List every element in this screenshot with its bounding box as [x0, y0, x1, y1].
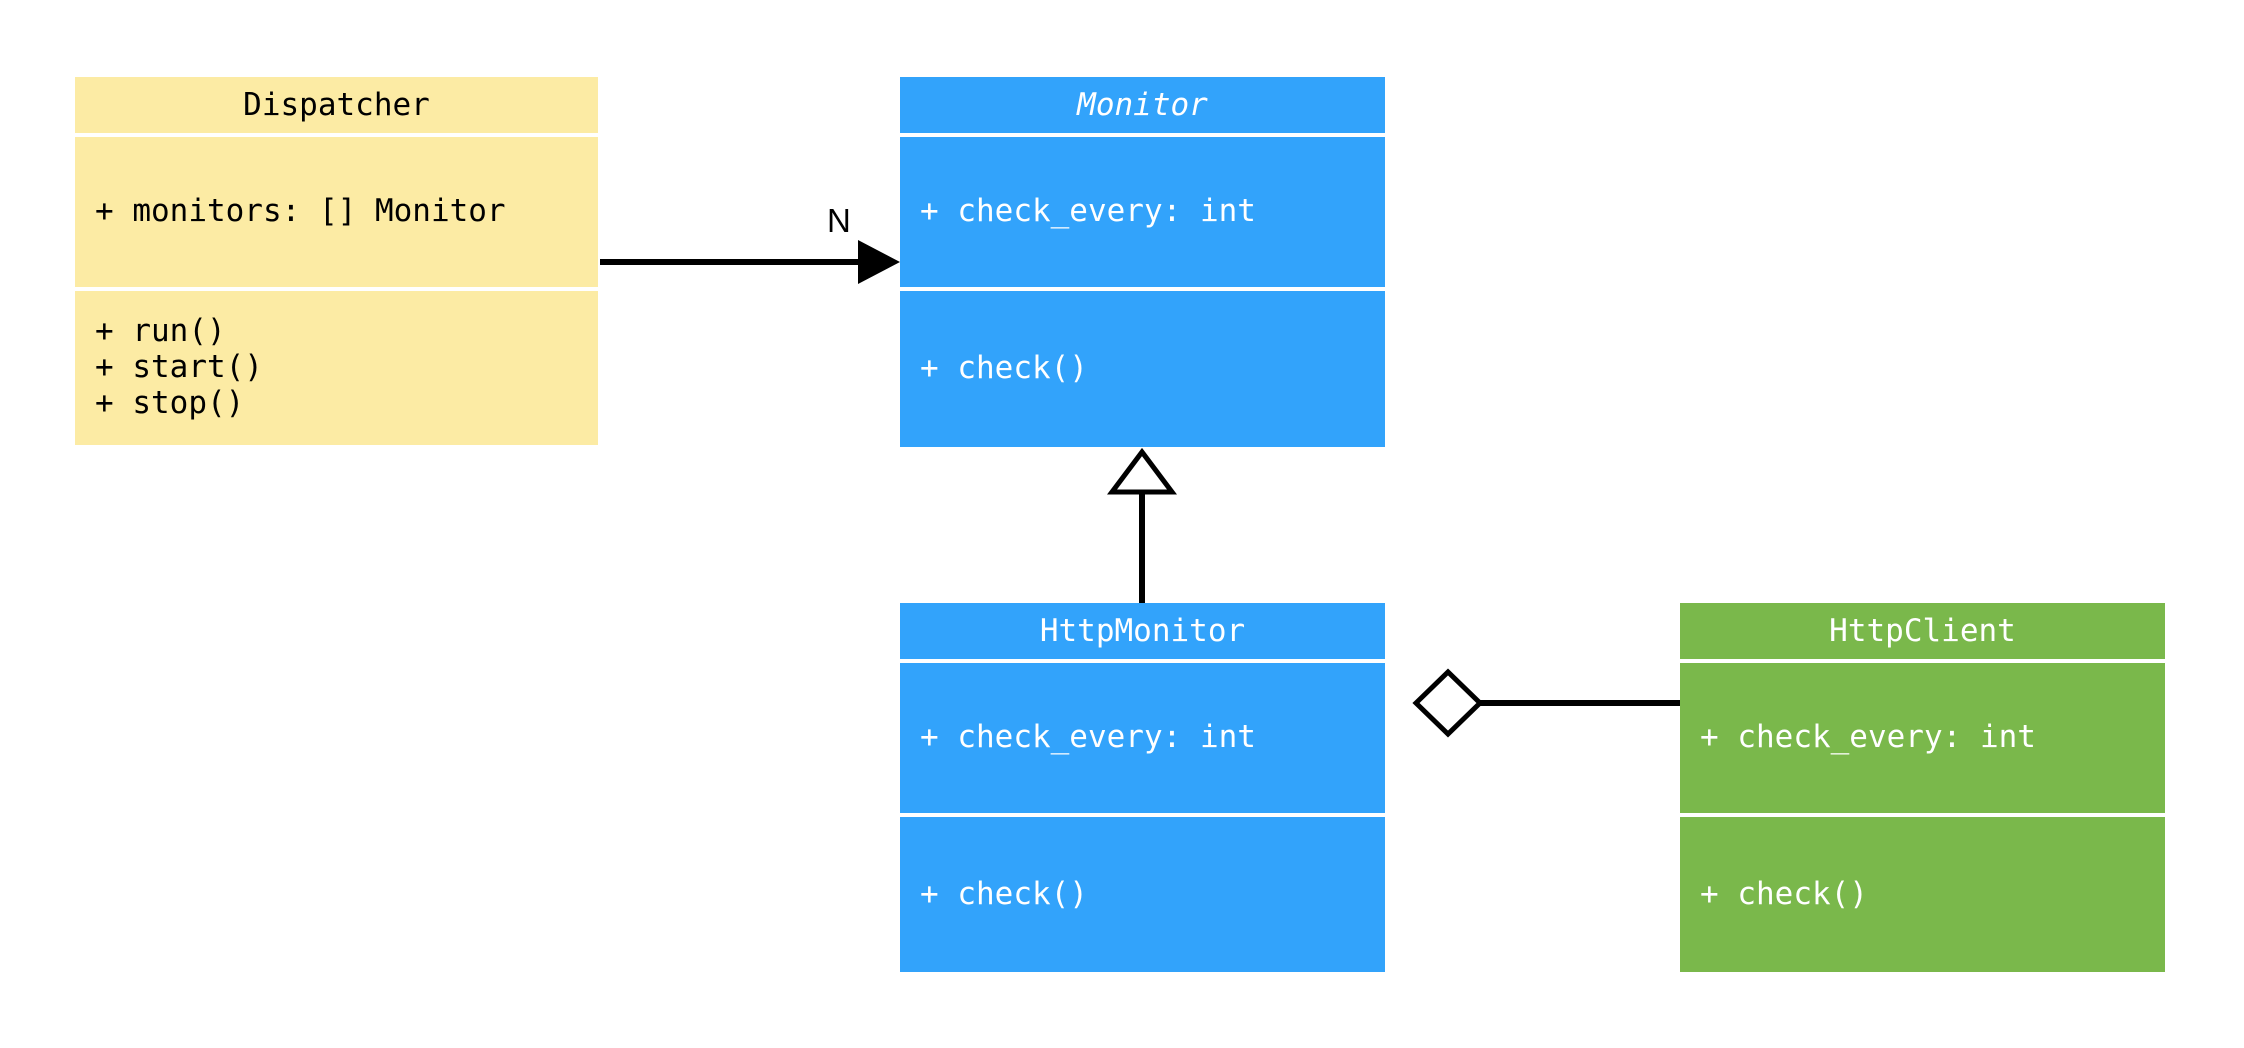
class-method-row: + check() — [1700, 875, 1868, 912]
class-box-httpclient[interactable]: HttpClient + check_every: int + check() — [1680, 603, 2165, 972]
class-title-httpclient: HttpClient — [1680, 603, 2165, 659]
class-attribute-row: + monitors: [] Monitor — [95, 193, 506, 230]
relationship-httpmonitor-httpclient — [1412, 668, 1680, 738]
hollow-triangle-icon — [1107, 447, 1177, 495]
class-method-row: + stop() — [95, 384, 245, 421]
class-methods-httpmonitor: + check() — [900, 817, 1385, 972]
class-method-row: + start() — [95, 349, 263, 386]
class-methods-dispatcher: + run() + start() + stop() — [75, 291, 598, 445]
hollow-diamond-icon — [1412, 668, 1484, 738]
filled-arrow-icon — [858, 240, 900, 284]
relationship-label-multiplicity: N — [827, 202, 851, 239]
relationship-httpmonitor-monitor — [1107, 447, 1177, 603]
class-box-httpmonitor[interactable]: HttpMonitor + check_every: int + check() — [900, 603, 1385, 972]
relationship-dispatcher-monitor — [600, 240, 900, 284]
class-attribute-row: + check_every: int — [920, 193, 1256, 230]
class-attributes-monitor: + check_every: int — [900, 137, 1385, 287]
class-attributes-httpclient: + check_every: int — [1680, 663, 2165, 813]
class-attribute-row: + check_every: int — [1700, 719, 2036, 756]
class-title-httpmonitor: HttpMonitor — [900, 603, 1385, 659]
class-box-dispatcher[interactable]: Dispatcher + monitors: [] Monitor + run(… — [75, 77, 598, 445]
class-attribute-row: + check_every: int — [920, 719, 1256, 756]
class-attributes-httpmonitor: + check_every: int — [900, 663, 1385, 813]
class-attributes-dispatcher: + monitors: [] Monitor — [75, 137, 598, 287]
class-box-monitor[interactable]: Monitor + check_every: int + check() — [900, 77, 1385, 447]
class-title-dispatcher: Dispatcher — [75, 77, 598, 133]
class-method-row: + run() — [95, 313, 226, 350]
class-method-row: + check() — [920, 350, 1088, 387]
class-method-row: + check() — [920, 875, 1088, 912]
class-methods-httpclient: + check() — [1680, 817, 2165, 972]
class-title-monitor: Monitor — [900, 77, 1385, 133]
class-methods-monitor: + check() — [900, 291, 1385, 447]
